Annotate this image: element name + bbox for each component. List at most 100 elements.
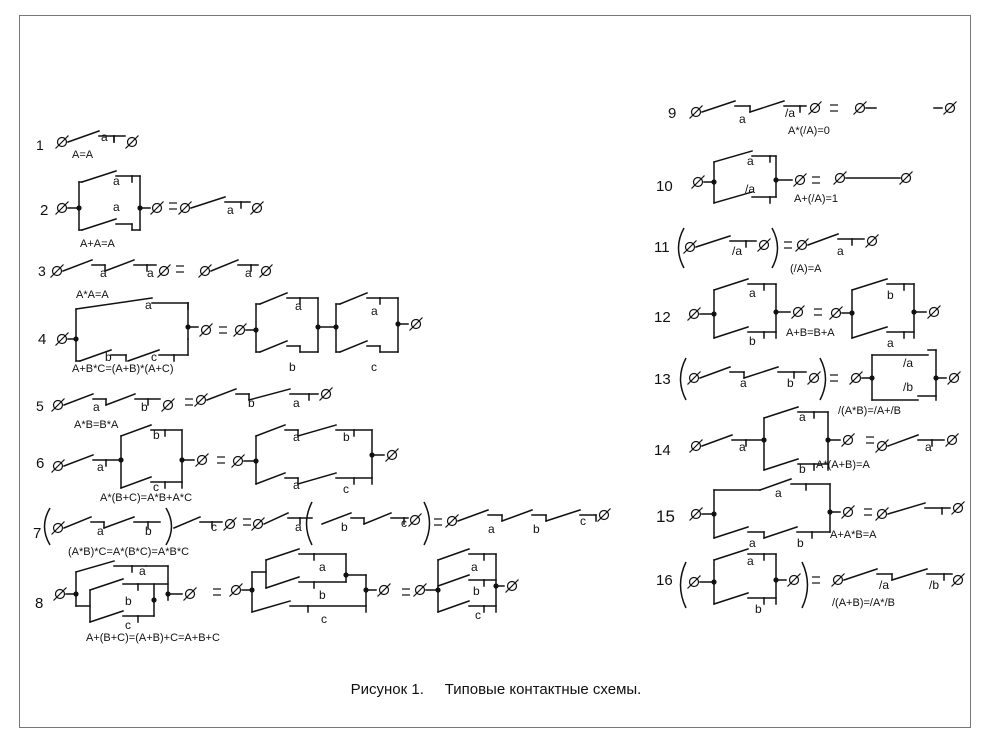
- terminal-slash: [808, 101, 822, 115]
- terminal-slash: [689, 507, 703, 521]
- wire: [67, 130, 100, 143]
- junction-dot: [249, 587, 255, 593]
- bracket: [43, 507, 51, 546]
- terminal-slash: [385, 448, 399, 462]
- terminal-slash: [687, 575, 701, 589]
- bracket: [801, 561, 809, 609]
- wire: [105, 393, 136, 406]
- identity-label: A*A=A: [76, 289, 109, 301]
- terminal-slash: [50, 264, 64, 278]
- terminal-slash: [183, 587, 197, 601]
- wire: [701, 100, 736, 113]
- wire: [701, 434, 733, 447]
- contact-label: a: [749, 536, 756, 550]
- terminal-slash: [833, 171, 847, 185]
- wire: [89, 578, 124, 591]
- terminal: [232, 455, 244, 467]
- contact-label: b: [473, 584, 480, 598]
- junction-dot: [343, 572, 349, 578]
- wire: [251, 600, 291, 613]
- contact-label: a: [887, 336, 894, 350]
- terminal-slash: [687, 371, 701, 385]
- wire: [457, 509, 489, 522]
- contact-label: /a: [903, 356, 913, 370]
- contact-label: c: [475, 608, 481, 622]
- terminal: [56, 202, 68, 214]
- terminal: [378, 584, 390, 596]
- wire: [437, 548, 470, 561]
- wire: [713, 592, 749, 605]
- terminal: [692, 176, 704, 188]
- terminal: [946, 434, 958, 446]
- bracket: [679, 561, 687, 609]
- scheme-number: 11: [654, 239, 670, 256]
- scheme-number: 7: [33, 525, 41, 542]
- contact-label: c: [153, 480, 159, 494]
- wire: [173, 516, 201, 529]
- wire: [103, 516, 135, 529]
- terminal-slash: [125, 135, 139, 149]
- terminal-slash: [51, 398, 65, 412]
- terminal-slash: [198, 264, 212, 278]
- bracket: [165, 507, 173, 546]
- wire: [120, 476, 152, 489]
- terminal: [598, 509, 610, 521]
- terminal: [230, 584, 242, 596]
- contact-label: c: [321, 612, 327, 626]
- terminal-slash: [229, 583, 243, 597]
- terminal: [52, 399, 64, 411]
- scheme-number: 9: [668, 105, 676, 122]
- terminal-slash: [251, 517, 265, 531]
- wire: [695, 235, 731, 248]
- terminal: [260, 265, 272, 277]
- terminal: [928, 306, 940, 318]
- wire: [321, 512, 352, 525]
- wire: [210, 259, 239, 272]
- terminal: [842, 434, 854, 446]
- contact-label: c: [580, 514, 586, 528]
- contact-label: b: [145, 524, 152, 538]
- contact-label: a: [747, 154, 754, 168]
- wire: [363, 512, 392, 525]
- terminal-slash: [899, 171, 913, 185]
- terminal-slash: [841, 433, 855, 447]
- junction-dot: [76, 205, 82, 211]
- terminal: [414, 584, 426, 596]
- wire: [75, 297, 153, 310]
- wire: [749, 100, 785, 113]
- terminal-slash: [199, 323, 213, 337]
- contact-label: c: [371, 360, 377, 374]
- wire: [887, 434, 919, 447]
- terminal-slash: [195, 453, 209, 467]
- contact-label: a: [371, 304, 378, 318]
- scheme-number: 13: [654, 371, 671, 388]
- bracket: [679, 357, 687, 401]
- wire: [887, 502, 926, 515]
- caption-title: Типовые контактные схемы.: [444, 681, 642, 698]
- terminal-slash: [831, 573, 845, 587]
- terminal-slash: [951, 501, 965, 515]
- contact-label: /a: [879, 578, 889, 592]
- wire: [763, 458, 799, 471]
- contact-label: b: [125, 594, 132, 608]
- wire: [190, 196, 226, 209]
- terminal: [52, 460, 64, 472]
- wire: [713, 191, 753, 204]
- wire: [713, 526, 749, 539]
- contact-label: b: [341, 520, 348, 534]
- wire: [763, 526, 798, 539]
- identity-label: A+A=A: [80, 238, 116, 250]
- contact-label: b: [105, 350, 112, 364]
- contact-label: /a: [732, 244, 742, 258]
- terminal: [900, 172, 912, 184]
- terminal-slash: [408, 513, 422, 527]
- scheme-number: 10: [656, 178, 673, 195]
- terminal: [320, 388, 332, 400]
- terminal: [788, 574, 800, 586]
- bracket: [771, 227, 779, 269]
